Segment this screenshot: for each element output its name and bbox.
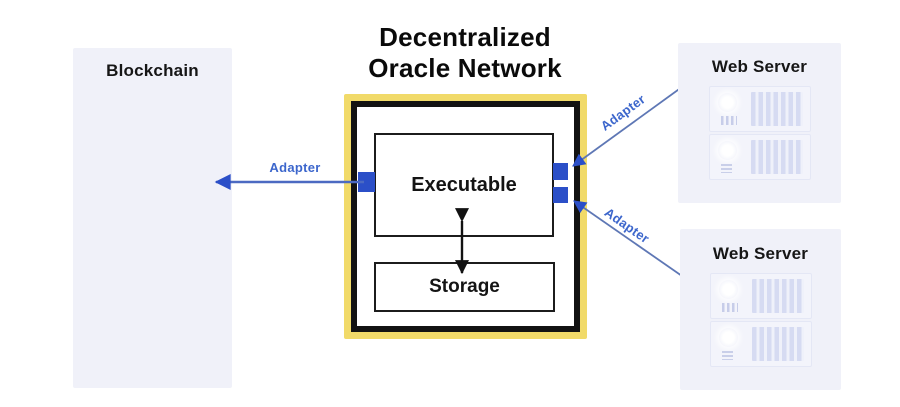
web-server-panel-1: Web Server: [678, 43, 841, 203]
adapter-port-left: [358, 172, 375, 192]
server-unit: [708, 134, 811, 180]
blockchain-label: Blockchain: [106, 61, 199, 80]
blockchain-panel: Blockchain: [73, 48, 232, 388]
server-light-icon: [717, 93, 737, 112]
adapter-arrow-bottom-right: [573, 200, 683, 277]
web-server-panel-2: Web Server: [680, 229, 841, 390]
server-unit: [709, 273, 812, 319]
server-unit: [708, 86, 811, 132]
server-slats-icon: [750, 140, 803, 174]
executable-label: Executable: [411, 173, 517, 196]
server-slats-icon: [750, 92, 803, 126]
server-vent-lines-icon: [721, 351, 733, 360]
server-slats-icon: [751, 279, 804, 313]
server-vent-lines-icon: [720, 164, 732, 173]
server-vent-lines-icon: [720, 116, 737, 125]
adapter-label-left: Adapter: [269, 160, 321, 175]
executable-box: Executable: [374, 133, 554, 237]
server-rack-icon: [708, 86, 811, 180]
adapter-label-bottom-right: Adapter: [601, 204, 653, 247]
web-server-2-label: Web Server: [712, 244, 809, 263]
server-light-icon: [718, 280, 738, 299]
server-light-icon: [718, 328, 738, 347]
title-line-1: Decentralized: [379, 22, 551, 52]
storage-label: Storage: [429, 276, 500, 297]
server-rack-icon: [709, 273, 812, 367]
server-slats-icon: [751, 327, 804, 361]
storage-box: Storage: [374, 262, 555, 312]
adapter-label-top-right: Adapter: [597, 91, 649, 134]
adapter-port-bottom-right: [553, 187, 568, 203]
server-unit: [709, 321, 812, 367]
title-line-2: Oracle Network: [368, 53, 562, 83]
server-light-icon: [717, 141, 737, 160]
server-vent-lines-icon: [721, 303, 738, 312]
page-title: Decentralized Oracle Network: [330, 22, 600, 84]
adapter-port-top-right: [553, 163, 568, 180]
web-server-1-label: Web Server: [711, 57, 808, 76]
